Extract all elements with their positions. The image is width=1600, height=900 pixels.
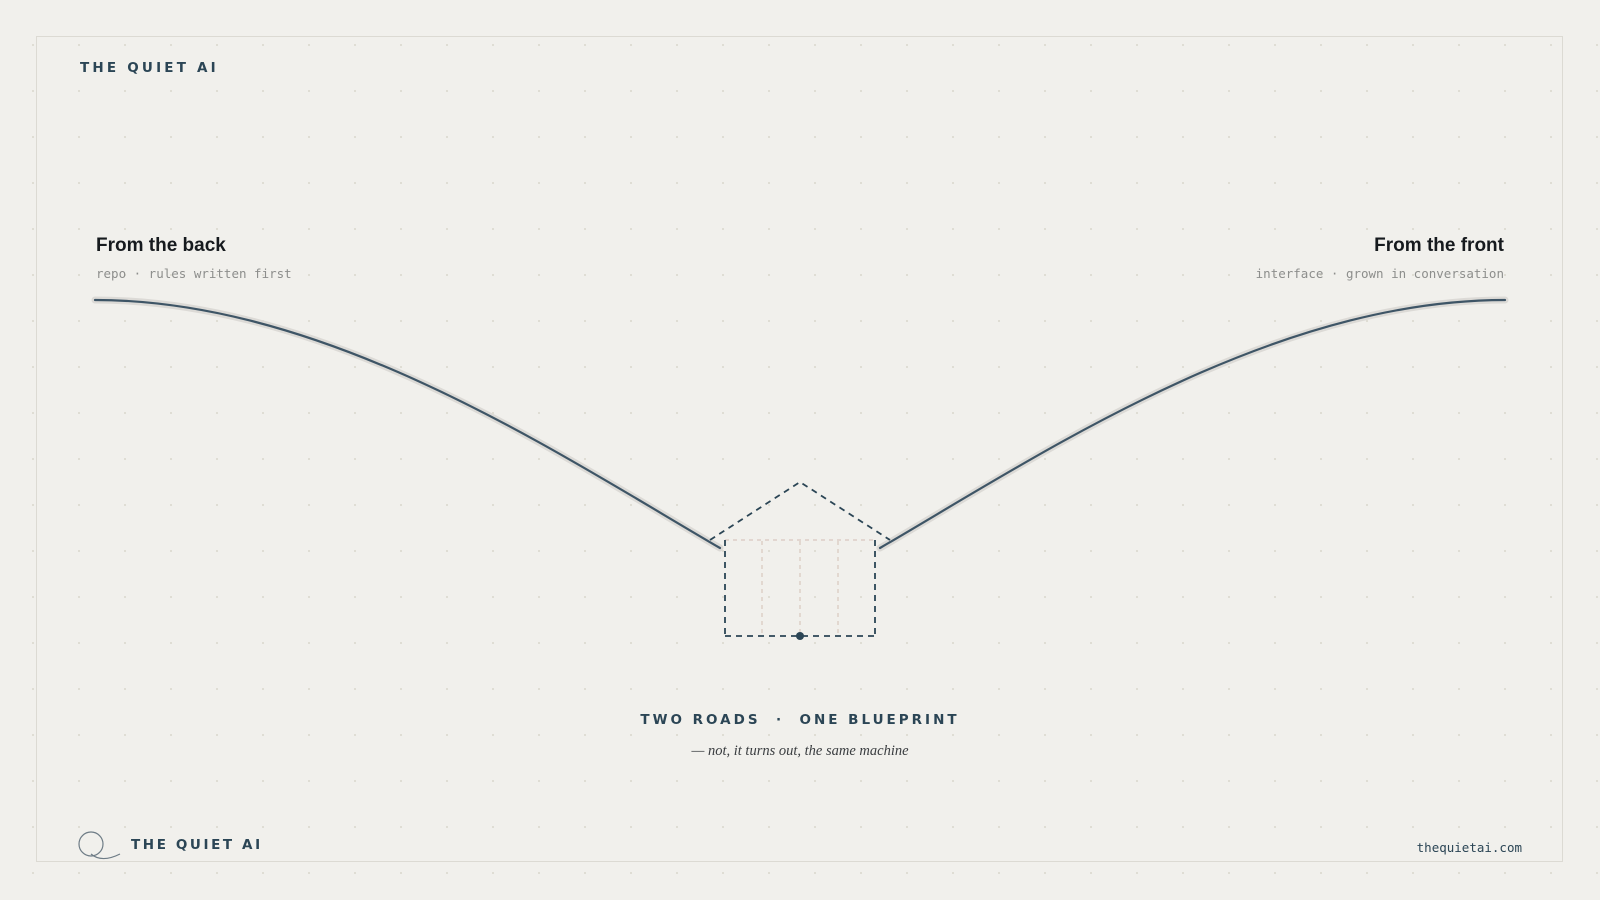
caption-title: TWO ROADS · ONE BLUEPRINT xyxy=(640,712,960,728)
right-road-subtitle: interface · grown in conversation xyxy=(1255,266,1504,281)
caption-subtitle: — not, it turns out, the same machine xyxy=(691,743,909,759)
left-road-path xyxy=(93,298,722,550)
q-mark-icon xyxy=(78,831,121,860)
site-url-link[interactable]: thequietai.com xyxy=(1416,840,1522,855)
left-road-halo xyxy=(91,296,724,552)
right-road-path xyxy=(878,298,1507,550)
page-frame xyxy=(36,36,1563,862)
blueprint-house-icon xyxy=(709,480,891,640)
left-road-subtitle: repo · rules written first xyxy=(96,266,292,281)
right-road-halo xyxy=(876,296,1509,552)
right-road-title: From the front xyxy=(1374,235,1504,256)
brand-footer: THE QUIET AI xyxy=(131,837,263,853)
left-road-title: From the back xyxy=(96,235,226,256)
brand-header: THE QUIET AI xyxy=(80,60,219,76)
